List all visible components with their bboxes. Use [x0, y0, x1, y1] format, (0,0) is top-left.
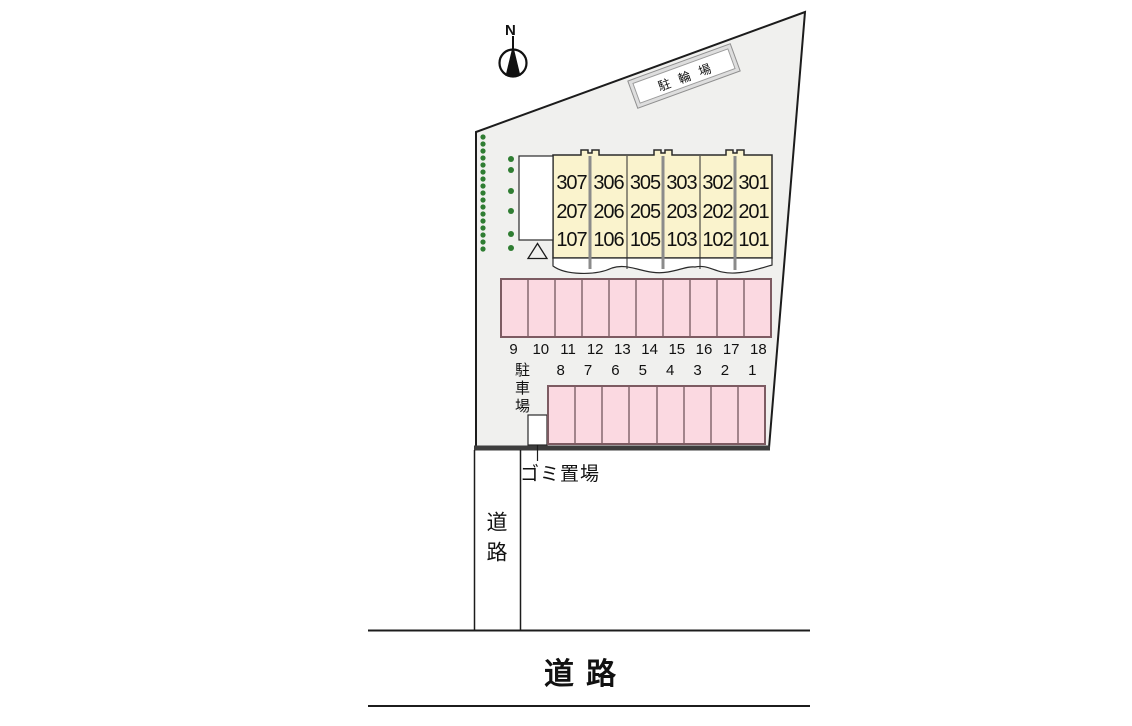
- shrub-dot: [480, 162, 486, 168]
- room-number: 307: [556, 172, 587, 194]
- stall-number: 10: [532, 341, 550, 358]
- shrub-dot: [508, 188, 514, 194]
- stall-number: 16: [695, 341, 713, 358]
- shrub-dot: [480, 246, 486, 252]
- shrub-dot: [480, 155, 486, 161]
- side-road-label: 道路: [484, 511, 507, 571]
- bottom-road-label: 道路: [544, 658, 628, 691]
- parking-stall: [745, 280, 770, 336]
- parking-stall: [712, 387, 739, 443]
- parking-row-upper: [500, 278, 772, 338]
- shrub-dot: [480, 204, 486, 210]
- parking-stall: [691, 280, 718, 336]
- stall-number: 1: [748, 362, 757, 379]
- stall-number: 15: [668, 341, 686, 358]
- parking-stall: [583, 280, 610, 336]
- parking-stall: [658, 387, 685, 443]
- stall-number: 17: [722, 341, 740, 358]
- stall-number: 6: [611, 362, 620, 379]
- stall-number: 14: [641, 341, 658, 358]
- room-number: 306: [593, 172, 624, 194]
- room-number: 105: [629, 229, 661, 251]
- parking-stall: [718, 280, 745, 336]
- parking-row-lower: [547, 385, 766, 445]
- room-number: 303: [666, 172, 697, 194]
- parking-stall: [529, 280, 556, 336]
- shrub-dot: [480, 134, 486, 140]
- compass-north-label: N: [505, 22, 516, 39]
- room-number: 101: [738, 229, 769, 251]
- shrub-dot: [480, 225, 486, 231]
- room-number: 301: [738, 172, 769, 194]
- parking-stall: [610, 280, 637, 336]
- stall-number: 13: [614, 341, 631, 358]
- stall-number: 5: [638, 362, 647, 379]
- parking-stall: [603, 387, 631, 443]
- room-number: 107: [556, 229, 587, 251]
- room-number: 102: [702, 229, 733, 251]
- parking-stall: [664, 280, 691, 336]
- parking-stall: [549, 387, 577, 443]
- parking-stall: [556, 280, 583, 336]
- shrub-dot: [508, 156, 514, 162]
- garbage-box: [527, 414, 548, 446]
- shrub-dot: [480, 232, 486, 238]
- shrub-dot: [480, 218, 486, 224]
- stall-number: 9: [509, 341, 518, 358]
- parking-stall: [739, 387, 764, 443]
- shrub-dot: [480, 211, 486, 217]
- shrub-dot: [508, 167, 514, 173]
- room-number: 207: [556, 201, 587, 223]
- stall-number: 18: [750, 341, 767, 358]
- entrance-triangle-icon: [526, 242, 549, 260]
- stall-number: 8: [556, 362, 565, 379]
- room-number: 302: [702, 172, 733, 194]
- parking-stall: [630, 387, 658, 443]
- parking-stall: [637, 280, 664, 336]
- shrub-row: [480, 134, 514, 252]
- parking-stall: [685, 387, 712, 443]
- shrub-dot: [480, 197, 486, 203]
- room-number: 201: [738, 201, 769, 223]
- shrub-dot: [508, 208, 514, 214]
- shrub-dot: [480, 169, 486, 175]
- parking-stall: [576, 387, 604, 443]
- stall-number: 3: [693, 362, 702, 379]
- shrub-dot: [508, 245, 514, 251]
- shrub-dot: [480, 176, 486, 182]
- room-number: 203: [666, 201, 697, 223]
- room-number: 103: [666, 229, 697, 251]
- room-number: 206: [593, 201, 624, 223]
- shrub-dot: [480, 148, 486, 154]
- shrub-dot: [480, 141, 486, 147]
- room-number: 305: [629, 172, 661, 194]
- stall-number: 4: [666, 362, 675, 379]
- shrub-dot: [480, 190, 486, 196]
- shrub-dot: [508, 231, 514, 237]
- shrub-dot: [480, 183, 486, 189]
- room-number: 202: [702, 201, 733, 223]
- room-number: 106: [593, 229, 624, 251]
- building-entrance-block: [518, 155, 554, 241]
- parking-lot-label: 駐車場: [513, 362, 530, 416]
- stall-number: 12: [586, 341, 604, 358]
- parking-stall: [502, 280, 529, 336]
- compass-north-icon: [498, 36, 528, 78]
- stall-number: 7: [583, 362, 593, 379]
- shrub-dot: [480, 239, 486, 245]
- stall-number: 11: [560, 341, 576, 358]
- stall-number: 2: [720, 362, 730, 379]
- garbage-area-label: ゴミ置場: [520, 464, 601, 485]
- room-number: 205: [629, 201, 661, 223]
